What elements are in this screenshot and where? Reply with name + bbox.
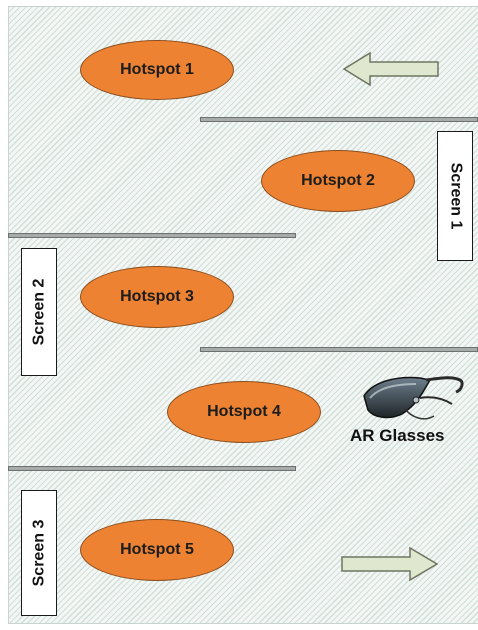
screen-3: Screen 3 <box>21 490 57 616</box>
wall <box>200 117 478 122</box>
hotspot-4: Hotspot 4 <box>167 381 321 443</box>
floor-area <box>8 6 478 624</box>
wall <box>8 233 296 238</box>
screen-label: Screen 2 <box>30 278 47 346</box>
ar-glasses-label: AR Glasses <box>350 426 445 445</box>
screen-label: Screen 1 <box>447 162 464 230</box>
wall <box>8 466 296 471</box>
screen-label: Screen 3 <box>30 519 47 587</box>
arrow-right-icon <box>341 546 439 582</box>
hotspot-5: Hotspot 5 <box>80 519 234 581</box>
screen-1: Screen 1 <box>437 131 473 261</box>
wall <box>200 347 478 352</box>
hotspot-3: Hotspot 3 <box>80 266 234 328</box>
arrow-left-icon <box>342 51 439 87</box>
hotspot-1: Hotspot 1 <box>80 40 234 100</box>
hotspot-label: Hotspot 4 <box>207 403 281 420</box>
hotspot-2: Hotspot 2 <box>261 150 415 212</box>
hotspot-label: Hotspot 3 <box>120 288 194 305</box>
ar-glasses-icon <box>363 376 464 420</box>
hotspot-label: Hotspot 1 <box>120 61 194 78</box>
hotspot-label: Hotspot 5 <box>120 541 194 558</box>
hotspot-label: Hotspot 2 <box>301 172 375 189</box>
screen-2: Screen 2 <box>21 248 57 376</box>
